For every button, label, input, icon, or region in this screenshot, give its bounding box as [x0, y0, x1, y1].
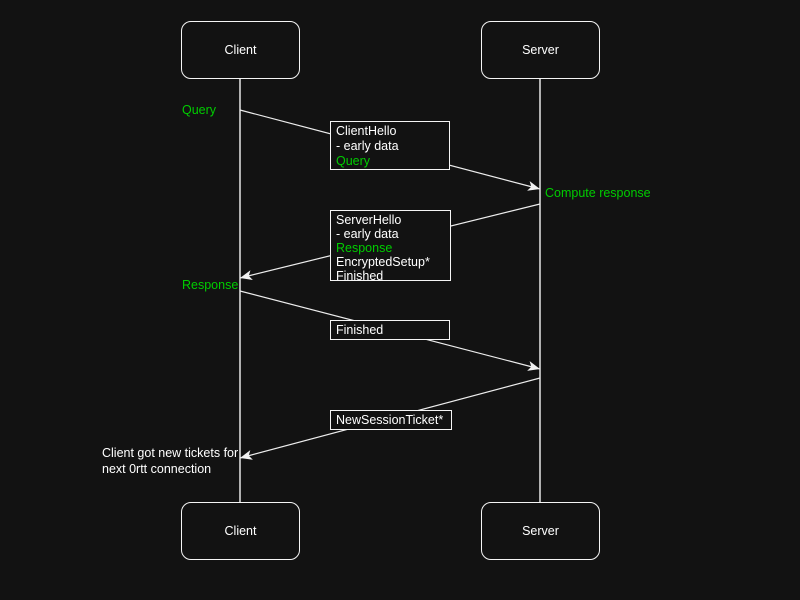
message-line: - early data	[336, 139, 399, 153]
message-line: ServerHello	[336, 213, 402, 227]
message-line-query: Query	[336, 154, 371, 168]
message-line: - early data	[336, 227, 399, 241]
message-line: NewSessionTicket*	[336, 413, 444, 427]
message-line: ClientHello	[336, 124, 397, 138]
note-new-tickets: Client got new tickets for next 0rtt con…	[102, 446, 239, 476]
actor-client-top: Client	[181, 21, 300, 79]
message-line: Finished	[336, 323, 384, 337]
message-box-server-hello: ServerHello - early data Response Encryp…	[330, 210, 451, 281]
message-box-client-hello: ClientHello - early data Query	[330, 121, 450, 170]
actor-client-top-label: Client	[224, 43, 257, 57]
annotation-response: Response	[182, 278, 239, 292]
actor-server-bottom: Server	[481, 502, 600, 560]
actor-server-top-label: Server	[522, 43, 559, 57]
actor-server-top: Server	[481, 21, 600, 79]
message-line: Finished	[336, 269, 384, 281]
actor-server-bottom-label: Server	[522, 524, 559, 538]
annotation-query: Query	[182, 103, 217, 117]
message-box-finished: Finished	[330, 320, 450, 340]
actor-client-bottom: Client	[181, 502, 300, 560]
message-line: EncryptedSetup*	[336, 255, 430, 269]
message-box-new-session-ticket: NewSessionTicket*	[330, 410, 452, 430]
annotation-compute-response: Compute response	[545, 186, 651, 200]
message-line-response: Response	[336, 241, 393, 255]
actor-client-bottom-label: Client	[224, 524, 257, 538]
